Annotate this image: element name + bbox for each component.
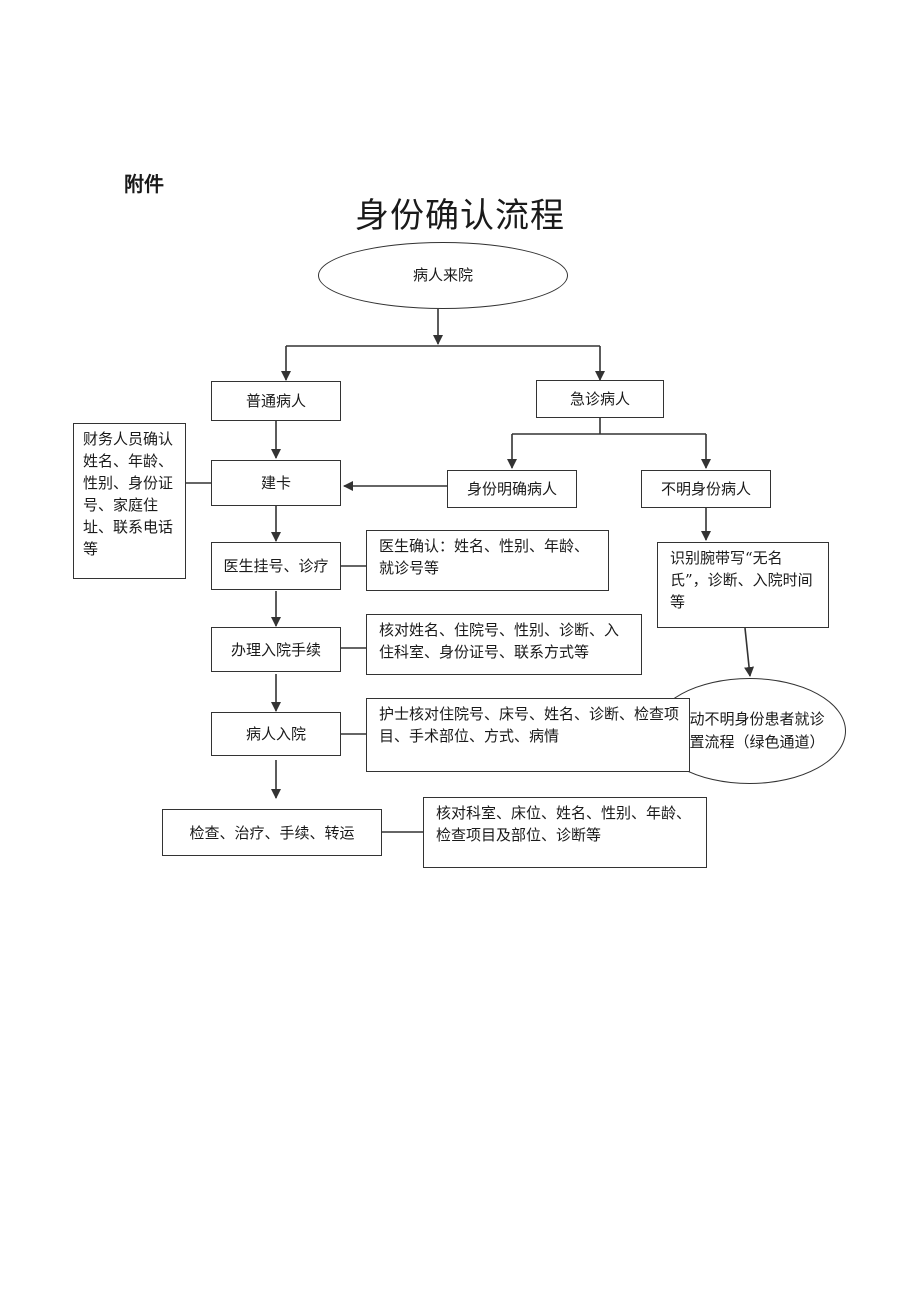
node-exam: 检查、治疗、手续、转运	[162, 809, 382, 856]
node-card: 建卡	[211, 460, 341, 506]
node-emergency-patient: 急诊病人	[536, 380, 664, 418]
node-doctor-confirm-label: 医生确认：姓名、性别、年龄、就诊号等	[379, 537, 590, 577]
node-admission-check-label: 核对姓名、住院号、性别、诊断、入住科室、身份证号、联系方式等	[379, 621, 620, 661]
node-unidentified-patient-label: 不明身份病人	[660, 480, 751, 498]
node-normal-patient: 普通病人	[211, 381, 341, 421]
node-unidentified-patient: 不明身份病人	[641, 470, 771, 508]
node-exam-check-label: 核对科室、床位、姓名、性别、年龄、检查项目及部位、诊断等	[436, 804, 692, 844]
node-normal-patient-label: 普通病人	[245, 392, 306, 410]
node-nurse-check: 护士核对住院号、床号、姓名、诊断、检查项目、手术部位、方式、病情	[366, 698, 690, 772]
node-finance-note: 财务人员确认姓名、年龄、性别、身份证号、家庭住址、联系电话等	[73, 423, 186, 579]
node-wristband-label: 识别腕带写“无名氏”，诊断、入院时间等	[670, 549, 813, 611]
node-exam-check: 核对科室、床位、姓名、性别、年龄、检查项目及部位、诊断等	[423, 797, 707, 868]
flowchart-title: 身份确认流程	[355, 196, 565, 236]
arrow-wristband-to-flow	[744, 627, 755, 677]
node-identified-patient: 身份明确病人	[447, 470, 577, 508]
node-start: 病人来院	[318, 242, 568, 309]
node-exam-label: 检查、治疗、手续、转运	[189, 823, 355, 842]
node-inpatient: 病人入院	[211, 712, 341, 756]
node-admission: 办理入院手续	[211, 627, 341, 672]
node-inpatient-label: 病人入院	[245, 725, 306, 743]
node-doctor-confirm: 医生确认：姓名、性别、年龄、就诊号等	[366, 530, 609, 591]
node-admission-label: 办理入院手续	[230, 640, 321, 659]
node-finance-note-label: 财务人员确认姓名、年龄、性别、身份证号、家庭住址、联系电话等	[83, 430, 174, 558]
node-emergency-patient-label: 急诊病人	[569, 390, 630, 408]
node-register-label: 医生挂号、诊疗	[223, 557, 329, 575]
node-nurse-check-label: 护士核对住院号、床号、姓名、诊断、检查项目、手术部位、方式、病情	[379, 705, 680, 745]
node-card-label: 建卡	[260, 474, 291, 492]
node-start-label: 病人来院	[412, 266, 473, 284]
node-identified-patient-label: 身份明确病人	[466, 480, 557, 498]
attachment-label: 附件	[124, 172, 164, 196]
node-admission-check: 核对姓名、住院号、性别、诊断、入住科室、身份证号、联系方式等	[366, 614, 642, 675]
node-wristband: 识别腕带写“无名氏”，诊断、入院时间等	[657, 542, 829, 628]
node-unidentified-flow-label: 启动不明身份患者就诊处置流程（绿色通道）	[674, 710, 825, 751]
node-register: 医生挂号、诊疗	[211, 542, 341, 590]
